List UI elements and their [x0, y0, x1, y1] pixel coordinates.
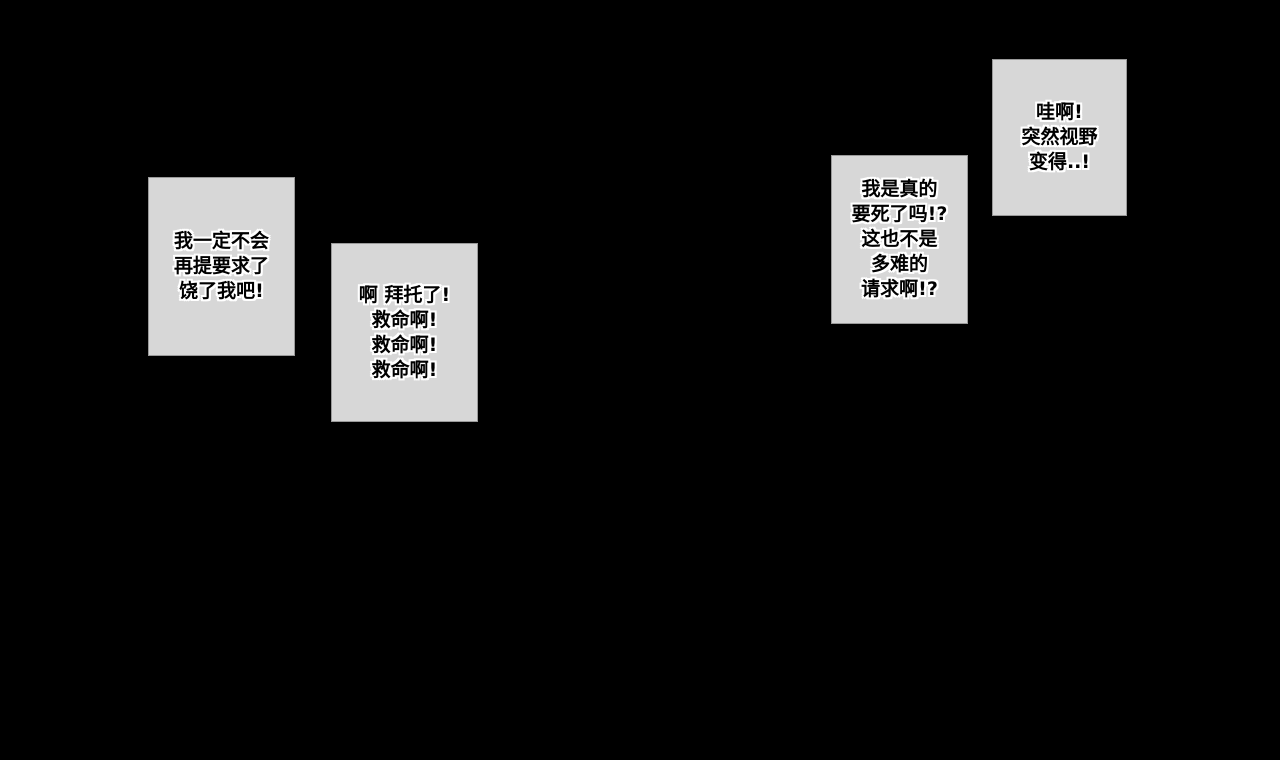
- caption-line: 再提要求了: [173, 255, 269, 277]
- caption-box: 啊 拜托了! 救命啊! 救命啊! 救命啊!: [331, 243, 478, 422]
- caption-line: 要死了吗!?: [851, 203, 948, 225]
- caption-line: 饶了我吧!: [179, 280, 264, 302]
- caption-line: 突然视野: [1021, 126, 1098, 148]
- caption-box: 我一定不会 再提要求了 饶了我吧!: [148, 177, 295, 356]
- caption-box: 哇啊! 突然视野 变得..!: [992, 59, 1127, 216]
- caption-line: 啊 拜托了!: [358, 283, 451, 306]
- caption-box: 我是真的 要死了吗!? 这也不是 多难的 请求啊!?: [831, 155, 968, 324]
- caption-line: 我是真的: [861, 178, 938, 200]
- caption-line: 多难的: [870, 253, 928, 275]
- caption-line: 救命啊!: [371, 358, 438, 381]
- caption-line: 救命啊!: [371, 308, 438, 331]
- caption-line: 我一定不会: [173, 230, 269, 252]
- caption-line: 变得..!: [1028, 151, 1091, 173]
- caption-line: 这也不是: [861, 228, 938, 250]
- caption-line: 救命啊!: [371, 333, 438, 356]
- caption-line: 请求啊!?: [861, 278, 938, 300]
- caption-line: 哇啊!: [1036, 101, 1083, 123]
